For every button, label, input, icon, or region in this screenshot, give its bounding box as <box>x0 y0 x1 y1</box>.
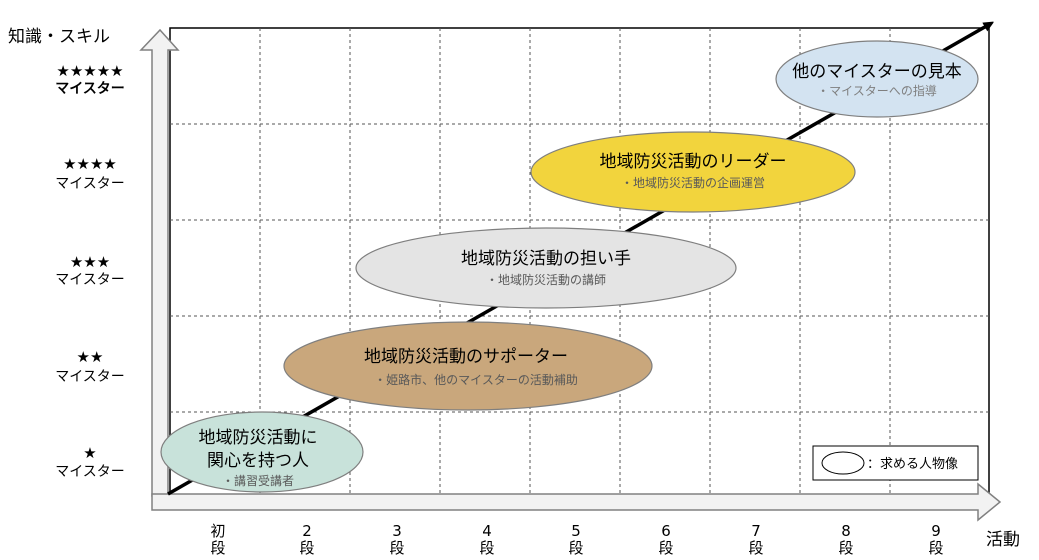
grade-9-num: 9 <box>931 522 941 540</box>
level-3-stars: ★★★ <box>70 253 110 271</box>
legend-ellipse-icon <box>821 451 865 475</box>
role-supporter-detail: ・姫路市、他のマイスターの活動補助 <box>374 372 578 387</box>
role-ellipse-bearer: 地域防災活動の担い手 ・地域防災活動の講師 <box>355 227 737 309</box>
level-2-title: マイスター <box>55 369 125 385</box>
level-5-stars: ★★★★★ <box>56 62 123 80</box>
legend-label: ：求める人物像 <box>867 457 958 472</box>
role-supporter-title: 地域防災活動のサポーター <box>364 347 568 367</box>
grade-labels: 初 段 2 段 3 段 4 段 5 段 6 段 7 段 8 段 9 段 <box>210 522 943 557</box>
level-1-stars: ★ <box>83 444 96 462</box>
grade-8-num: 8 <box>841 522 851 540</box>
role-model-detail: ・マイスターへの指導 <box>817 83 937 98</box>
role-bearer-title: 地域防災活動の担い手 <box>461 249 631 269</box>
grade-7-unit: 段 <box>748 539 763 557</box>
role-ellipse-supporter: 地域防災活動のサポーター ・姫路市、他のマイスターの活動補助 <box>283 321 653 411</box>
grade-3-unit: 段 <box>389 539 404 557</box>
role-ellipse-leader: 地域防災活動のリーダー ・地域防災活動の企画運営 <box>530 131 856 213</box>
grade-4-num: 4 <box>482 522 492 540</box>
y-axis-label: 知識・スキル <box>8 27 110 47</box>
legend: ：求める人物像 <box>812 445 979 481</box>
grade-9-unit: 段 <box>928 539 943 557</box>
role-interested-detail: ・講習受講者 <box>222 473 294 488</box>
level-3-title: マイスター <box>55 272 125 288</box>
x-axis-arrow <box>151 482 1002 522</box>
grade-5-num: 5 <box>571 522 581 540</box>
role-model-title: 他のマイスターの見本 <box>792 62 962 82</box>
role-interested-title-line1: 地域防災活動に <box>199 428 318 448</box>
level-5-title: マイスター <box>55 81 125 97</box>
role-leader-detail: ・地域防災活動の企画運営 <box>621 175 765 190</box>
role-leader-title: 地域防災活動のリーダー <box>600 152 787 172</box>
role-interested-title-line2: 関心を持つ人 <box>207 451 309 471</box>
role-bearer-detail: ・地域防災活動の講師 <box>486 272 606 287</box>
grade-2-unit: 段 <box>299 539 314 557</box>
level-1-title: マイスター <box>55 464 125 480</box>
grade-1-num: 初 <box>210 522 225 540</box>
grade-7-num: 7 <box>751 522 761 540</box>
x-axis-label: 活動 <box>986 530 1020 550</box>
role-ellipse-interested: 地域防災活動に 関心を持つ人 ・講習受講者 <box>160 411 364 493</box>
y-axis-arrow <box>139 28 180 497</box>
grade-6-unit: 段 <box>658 539 673 557</box>
grade-1-unit: 段 <box>210 539 225 557</box>
grade-3-num: 3 <box>392 522 402 540</box>
role-ellipse-model: 他のマイスターの見本 ・マイスターへの指導 <box>775 40 979 118</box>
grade-6-num: 6 <box>661 522 671 540</box>
grade-8-unit: 段 <box>838 539 853 557</box>
grade-4-unit: 段 <box>479 539 494 557</box>
level-4-title: マイスター <box>55 176 125 192</box>
grade-5-unit: 段 <box>568 539 583 557</box>
level-2-stars: ★★ <box>77 348 104 366</box>
level-4-stars: ★★★★ <box>63 155 117 173</box>
level-labels: ★★★★★ マイスター ★★★★ マイスター ★★★ マイスター ★★ マイスタ… <box>55 62 125 480</box>
grade-2-num: 2 <box>302 522 312 540</box>
